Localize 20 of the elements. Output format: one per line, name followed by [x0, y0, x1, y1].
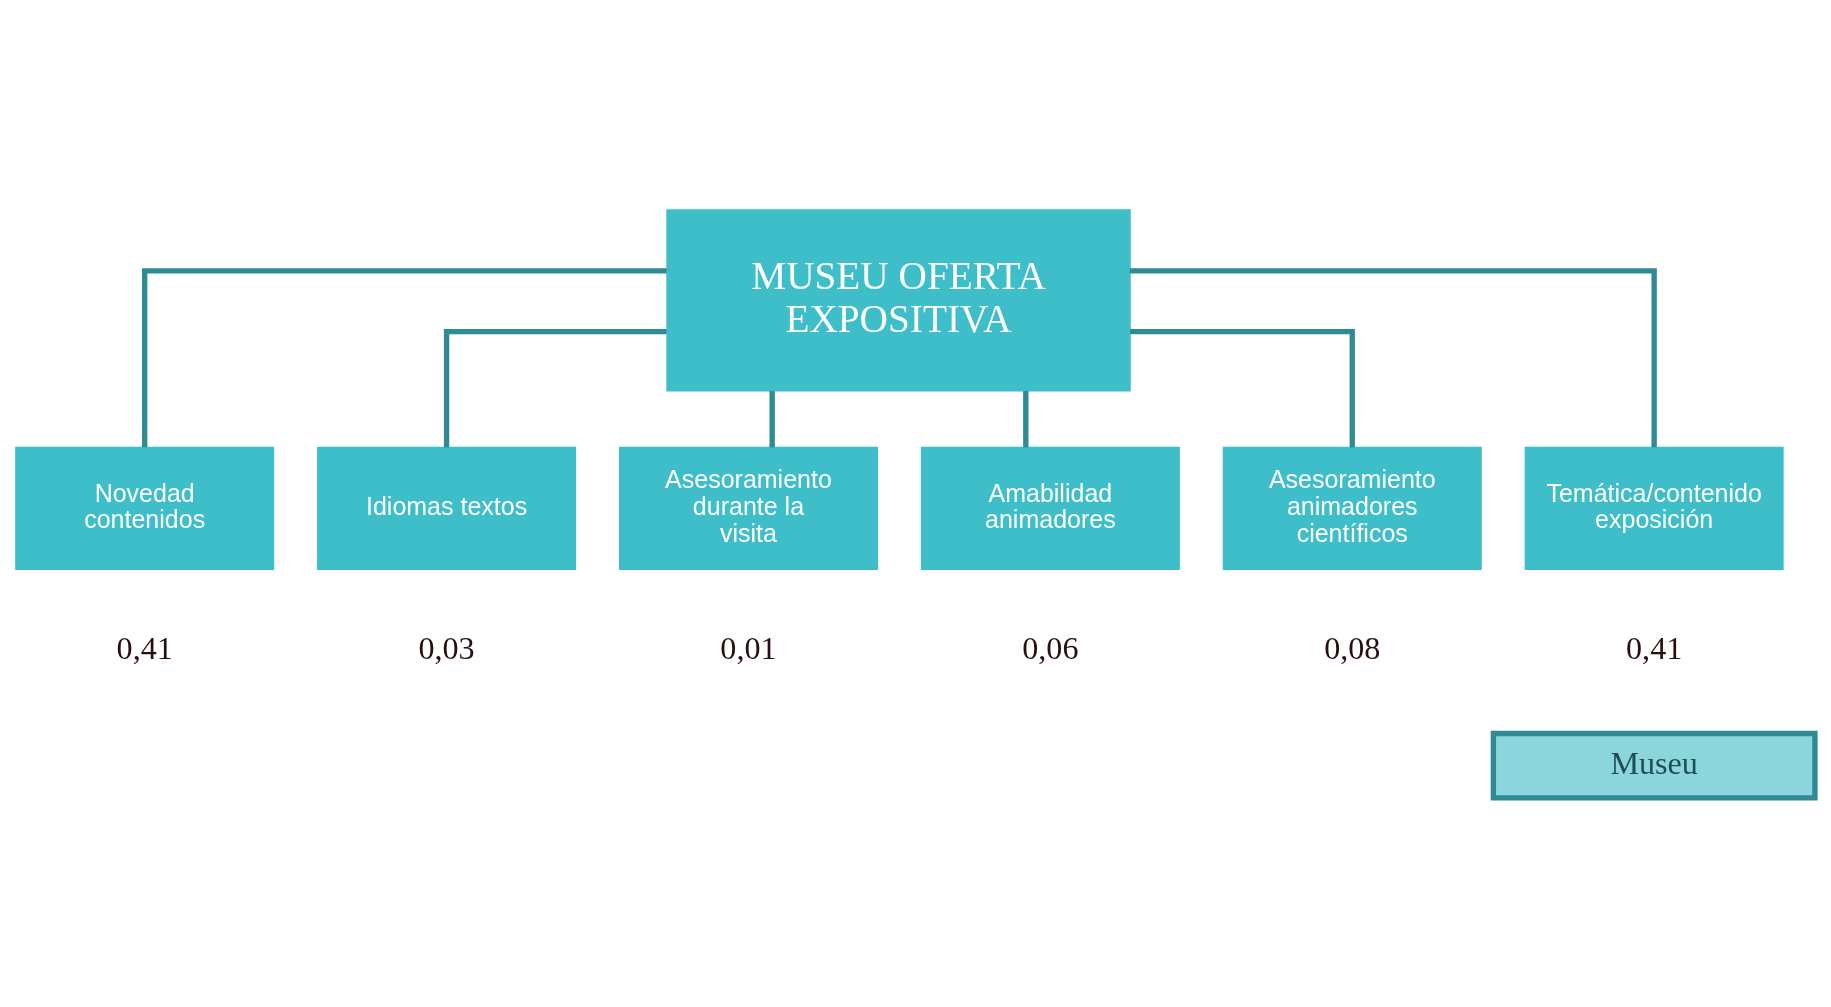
node-label: 0,06 [1022, 629, 1079, 666]
node-label: 0,41 [116, 629, 173, 666]
node-box: Idiomas textos [317, 446, 577, 570]
connector [1023, 390, 1029, 447]
connector [769, 390, 775, 447]
node-box: Asesoramiento durante la visita [618, 446, 878, 570]
node-box: Temática/contenido exposición [1524, 446, 1784, 570]
node-box: MUSEU OFERTA EXPOSITIVA [666, 208, 1131, 391]
node-label: 0,08 [1324, 629, 1381, 666]
node-box: Asesoramiento animadores científicos [1222, 446, 1482, 570]
connector [1130, 328, 1355, 448]
connector [1129, 267, 1657, 447]
node-box: Amabilidad animadores [920, 446, 1180, 570]
connector [142, 267, 667, 447]
label: Museu [1610, 744, 1698, 781]
node-label: 0,01 [720, 629, 777, 666]
node-label: 0,41 [1626, 629, 1683, 666]
node-box: Novedad contenidos [15, 446, 275, 570]
connector [443, 328, 667, 448]
node-label: 0,03 [418, 629, 475, 666]
